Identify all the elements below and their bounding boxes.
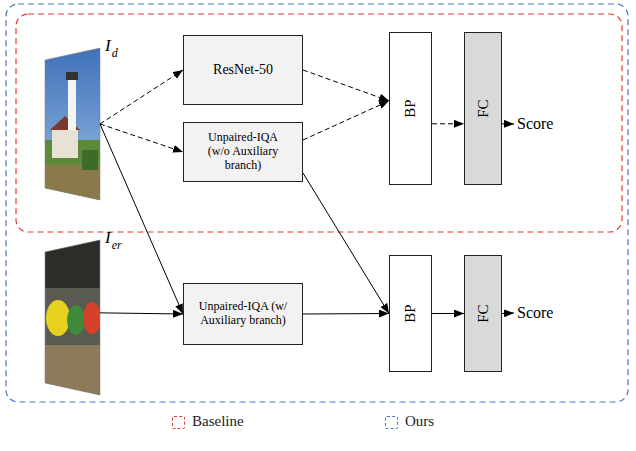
image-frame [45, 48, 100, 200]
node-label: Unpaired-IQA (w/o Auxiliary branch) [196, 131, 290, 172]
node-label: FC [474, 304, 491, 322]
node-label: ResNet-50 [213, 62, 273, 78]
legend-swatch [172, 416, 185, 429]
connector-arrow [303, 70, 389, 101]
image-subscript: d [112, 47, 118, 61]
legend-swatch [385, 416, 398, 429]
legend-text: Baseline [192, 413, 244, 430]
connector-arrow [303, 101, 389, 140]
layer-bar: BP [389, 32, 432, 185]
input-image: Id [45, 48, 100, 200]
connector-arrow [100, 313, 183, 314]
connector-arrow [303, 313, 389, 315]
layer-bar: BP [389, 255, 432, 372]
input-image: Ier [45, 240, 100, 395]
process-box: Unpaired-IQA (w/o Auxiliary branch) [183, 122, 303, 182]
connector-arrow [100, 124, 183, 152]
node-label: Score [517, 115, 553, 133]
node-label: FC [474, 99, 491, 117]
process-box: Unpaired-IQA (w/ Auxiliary branch) [183, 283, 303, 345]
image-frame [45, 240, 100, 395]
legend-text: Ours [405, 413, 434, 430]
image-symbol: I [105, 36, 111, 56]
image-symbol: I [105, 228, 111, 248]
lighthouse-image [45, 45, 101, 205]
layer-bar: FC [464, 32, 502, 185]
node-label: BP [402, 304, 419, 322]
ours-region [6, 4, 628, 402]
process-box: ResNet-50 [183, 35, 303, 105]
output-label: Score [514, 302, 556, 324]
connector-arrow [100, 70, 183, 124]
output-label: Score [514, 113, 556, 135]
image-subscript: er [112, 239, 122, 253]
connector-arrow [432, 313, 464, 314]
layer-bar: FC [464, 255, 502, 372]
node-label: Unpaired-IQA (w/ Auxiliary branch) [196, 300, 290, 328]
connector-arrow [100, 124, 183, 314]
connector-arrow [303, 173, 389, 314]
connector-arrow [502, 312, 514, 314]
connector-arrow [502, 123, 514, 124]
node-label: BP [402, 99, 419, 117]
connector-arrow [432, 123, 464, 124]
toys-image [45, 238, 101, 400]
node-label: Score [517, 304, 553, 322]
